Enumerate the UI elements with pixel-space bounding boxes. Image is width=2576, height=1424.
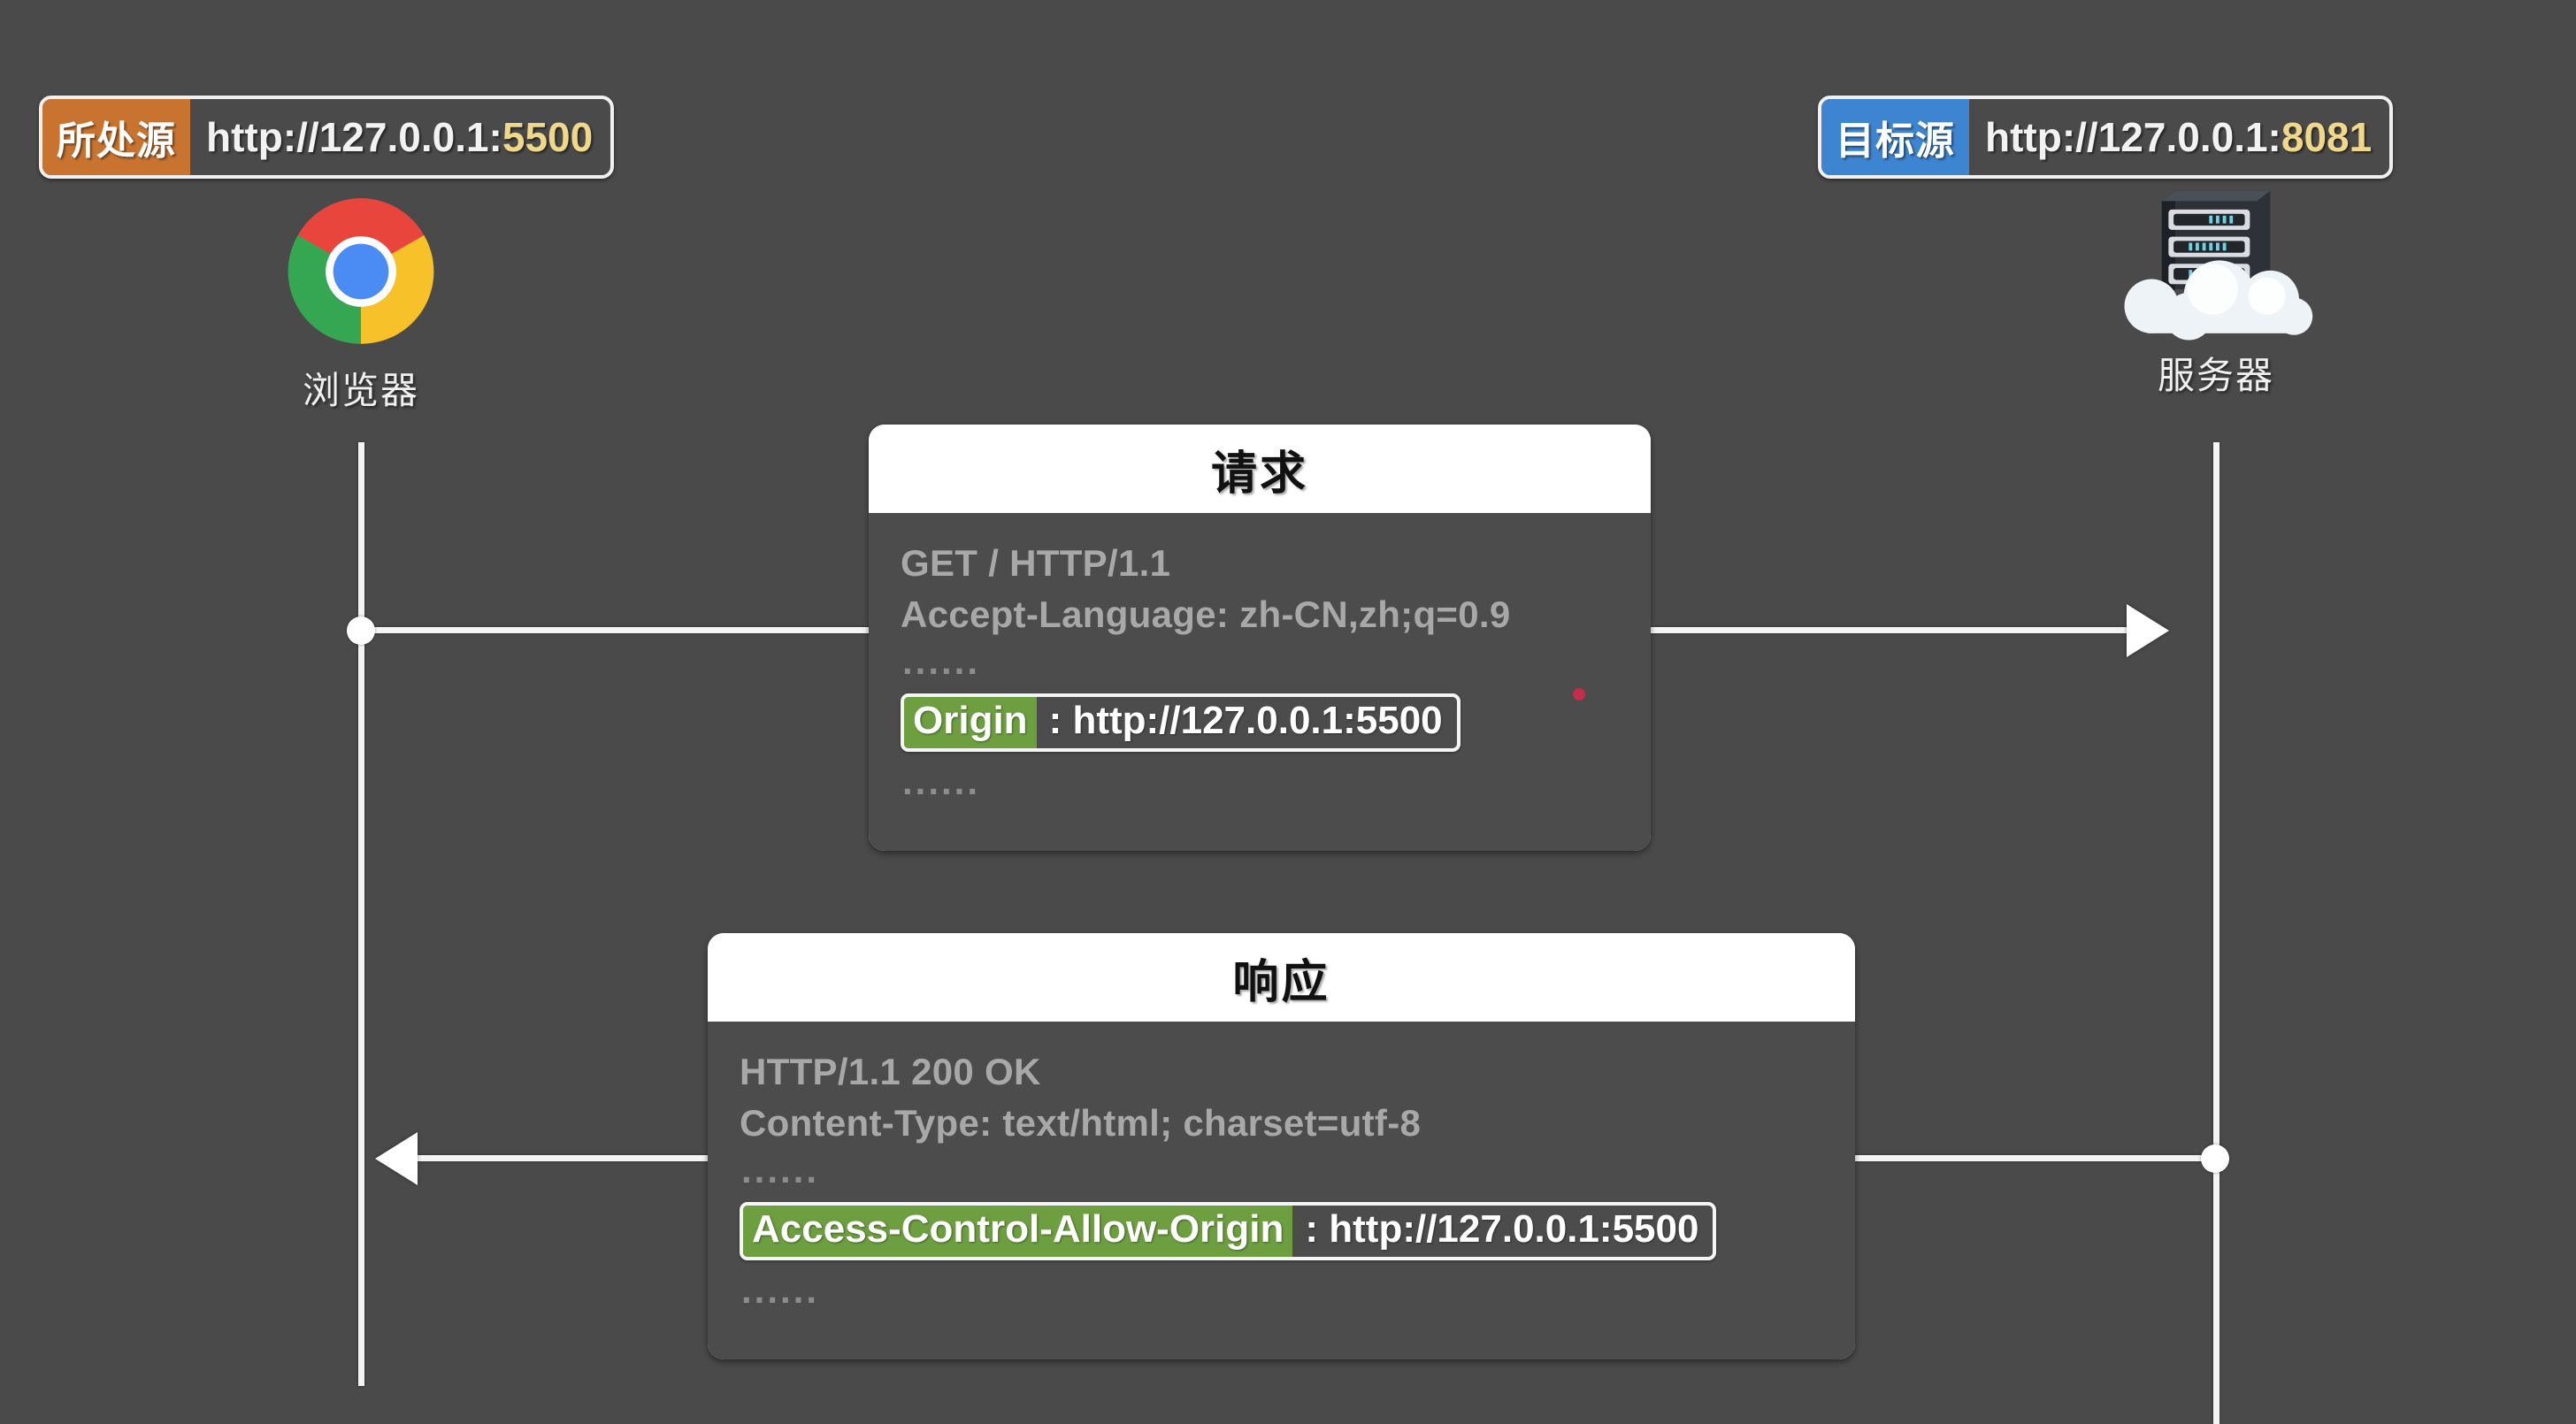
request-origin-separator: : — [1048, 699, 1062, 743]
response-acao-separator: : — [1305, 1207, 1319, 1252]
response-header-line: HTTP/1.1 200 OK — [740, 1051, 1041, 1092]
request-card-title: 请求 — [869, 425, 1651, 513]
response-origin-dot — [2201, 1145, 2229, 1173]
actor-browser-label: 浏览器 — [302, 370, 419, 411]
request-origin-value-text: http://127.0.0.1:5500 — [1072, 699, 1443, 743]
target-origin-badge: 目标源 http://127.0.0.1:8081 — [1818, 96, 2394, 179]
response-card-body: HTTP/1.1 200 OK Content-Type: text/html;… — [708, 1022, 1855, 1359]
source-origin-url-base: http://127.0.0.1: — [206, 114, 502, 160]
target-origin-url: http://127.0.0.1:8081 — [1969, 99, 2389, 175]
source-origin-url: http://127.0.0.1:5500 — [190, 99, 610, 175]
request-header-line: GET / HTTP/1.1 — [901, 542, 1171, 584]
response-acao-header-value: : http://127.0.0.1:5500 — [1292, 1206, 1713, 1257]
response-ellipsis-bottom: ...... — [741, 1269, 820, 1312]
request-card-body: GET / HTTP/1.1 Accept-Language: zh-CN,zh… — [869, 513, 1651, 851]
response-header-line: Content-Type: text/html; charset=utf-8 — [740, 1101, 1422, 1144]
response-acao-header-key: Access-Control-Allow-Origin — [743, 1206, 1293, 1258]
server-lifeline — [2213, 442, 2220, 1424]
response-card: 响应 HTTP/1.1 200 OK Content-Type: text/ht… — [708, 933, 1855, 1359]
browser-lifeline — [358, 442, 364, 1386]
actor-server-label: 服务器 — [2157, 355, 2274, 396]
request-header-line: Accept-Language: zh-CN,zh;q=0.9 — [901, 593, 1511, 635]
chrome-icon — [288, 198, 434, 344]
source-origin-badge: 所处源 http://127.0.0.1:5500 — [39, 96, 615, 179]
source-origin-url-port: 5500 — [502, 114, 594, 160]
request-ellipsis-top: ...... — [902, 639, 981, 682]
response-ellipsis-top: ...... — [741, 1148, 820, 1190]
request-red-marker-dot — [1573, 688, 1585, 701]
request-origin-header-row: Origin : http://127.0.0.1:5500 — [901, 693, 1460, 753]
response-card-title: 响应 — [708, 933, 1855, 1022]
response-acao-header-row: Access-Control-Allow-Origin : http://127… — [740, 1202, 1717, 1261]
target-origin-url-port: 8081 — [2281, 114, 2373, 160]
request-arrowhead — [2127, 604, 2169, 657]
request-origin-header-value: : http://127.0.0.1:5500 — [1037, 697, 1457, 748]
response-arrowhead — [375, 1132, 418, 1185]
request-origin-header-key: Origin — [904, 697, 1037, 749]
target-origin-url-base: http://127.0.0.1: — [1985, 114, 2281, 160]
actor-browser: 浏览器 — [228, 188, 494, 415]
response-acao-value-text: http://127.0.0.1:5500 — [1329, 1207, 1699, 1252]
source-origin-tag: 所处源 — [42, 99, 190, 175]
target-origin-tag: 目标源 — [1821, 99, 1969, 175]
request-card: 请求 GET / HTTP/1.1 Accept-Language: zh-CN… — [869, 425, 1651, 851]
request-ellipsis-bottom: ...... — [902, 761, 981, 803]
request-origin-dot — [347, 616, 375, 645]
actor-server: 服务器 — [2083, 177, 2349, 400]
server-cloud-icon — [2124, 190, 2313, 341]
